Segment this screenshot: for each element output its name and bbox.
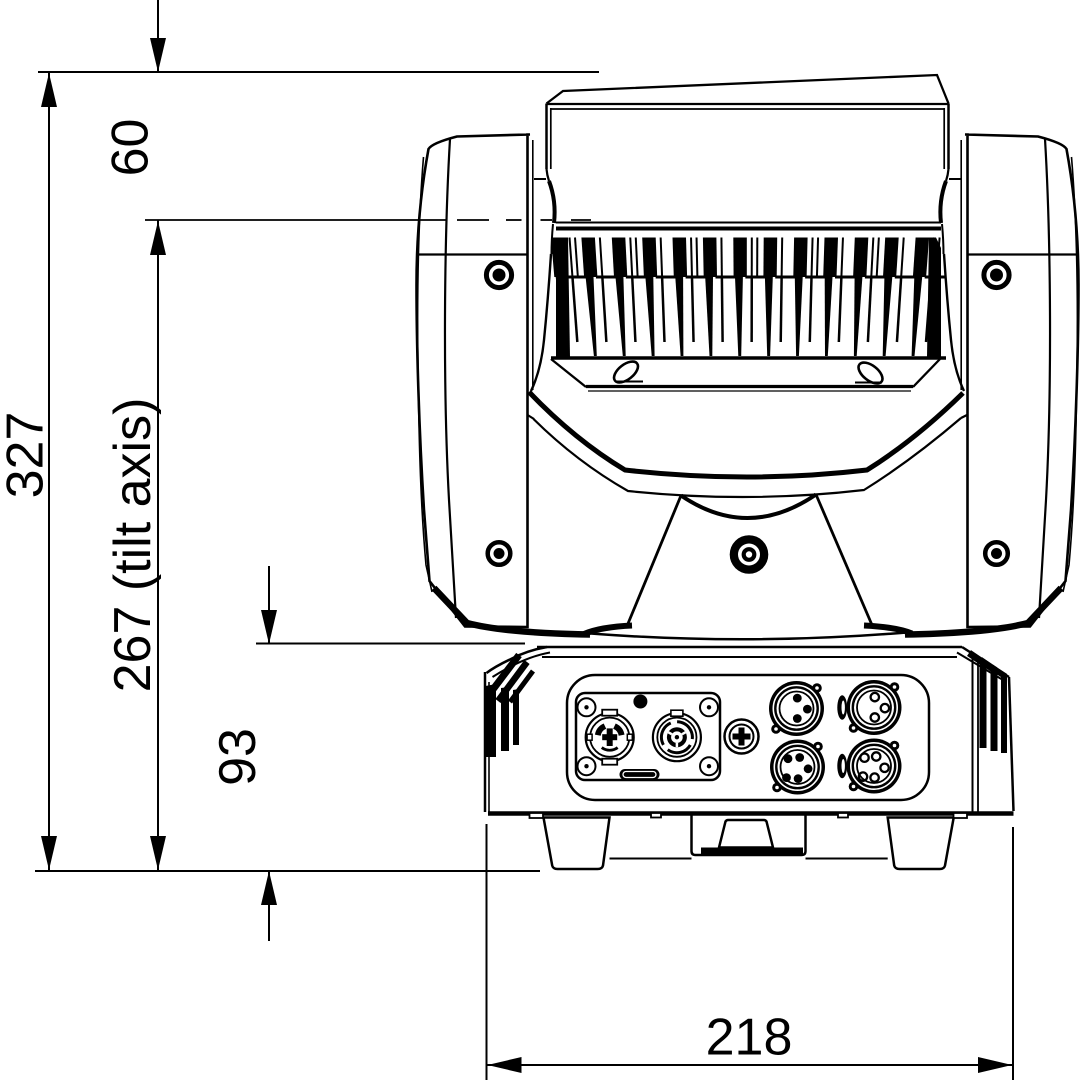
svg-text:93: 93 (209, 728, 267, 786)
svg-text:327: 327 (0, 412, 55, 499)
svg-text:60: 60 (102, 119, 160, 177)
svg-text:267 (tilt axis): 267 (tilt axis) (104, 398, 162, 693)
svg-text:218: 218 (706, 1009, 793, 1067)
